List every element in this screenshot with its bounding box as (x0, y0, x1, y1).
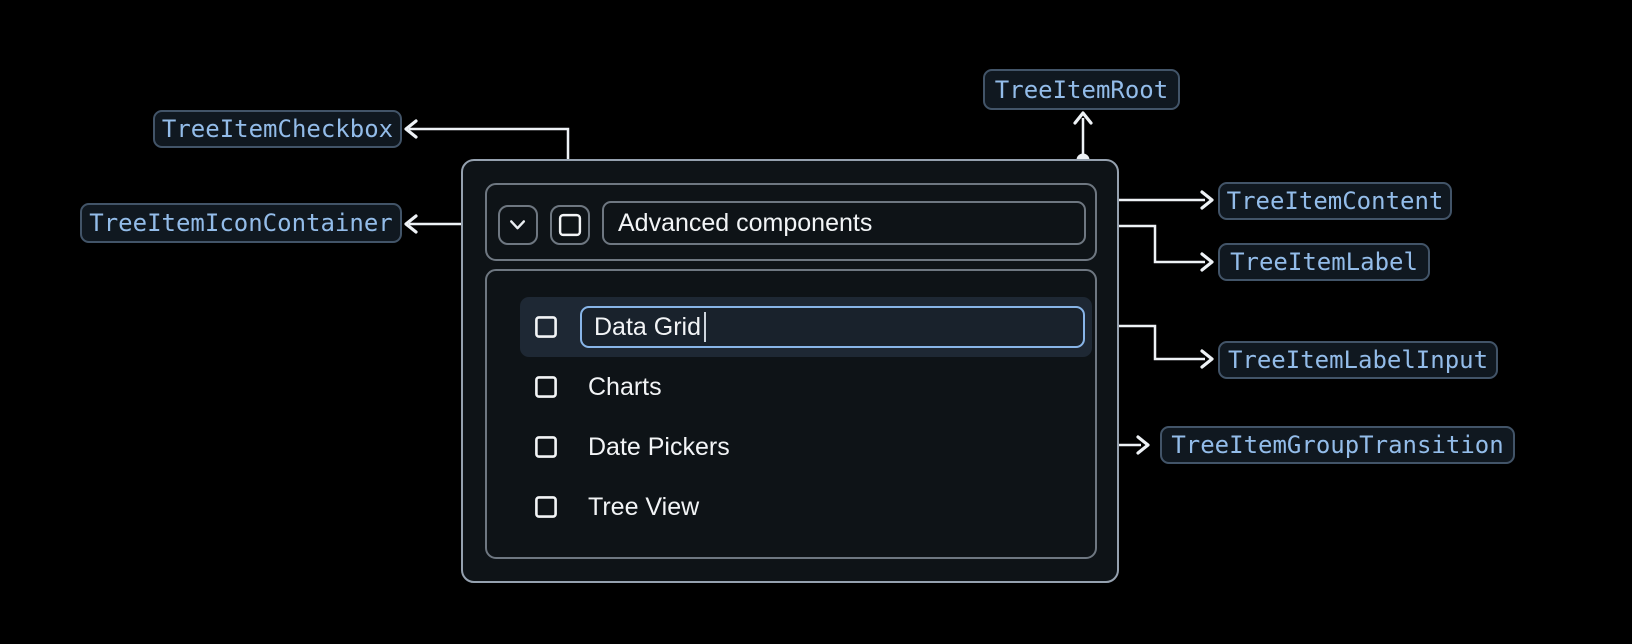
annotation-label: TreeItemLabel (1230, 248, 1418, 276)
tree-item-row-charts[interactable]: Charts (520, 357, 1092, 417)
tree-item-row-tree-view[interactable]: Tree View (520, 477, 1092, 537)
tree-item-label[interactable]: Advanced components (602, 201, 1086, 245)
annotation-label: TreeItemIconContainer (89, 209, 393, 237)
tree-item-label-input[interactable]: Data Grid (580, 306, 1085, 348)
annotation-label: TreeItemCheckbox (161, 115, 394, 143)
annotation-label: TreeItemGroupTransition (1171, 431, 1504, 459)
arrowhead-up-icon (1073, 111, 1093, 125)
arrowhead-right-icon (1200, 252, 1214, 272)
text-caret (703, 312, 706, 342)
annotation-label: TreeItemContent (1226, 187, 1444, 215)
tree-item-root (461, 159, 1119, 583)
chevron-down-icon (510, 220, 526, 230)
arrowhead-right-icon (1200, 349, 1214, 369)
arrowhead-left-icon (404, 214, 418, 234)
tree-item-group-rows: Data Grid Charts Date Pickers (487, 297, 1099, 537)
annotation-tree-item-content: TreeItemContent (1218, 182, 1452, 220)
arrowhead-right-icon (1200, 190, 1214, 210)
arrowhead-left-icon (404, 119, 418, 139)
annotation-tree-item-label-input: TreeItemLabelInput (1218, 341, 1498, 379)
annotation-tree-item-checkbox: TreeItemCheckbox (153, 110, 402, 148)
checkbox-unchecked-icon[interactable] (535, 316, 557, 338)
annotation-tree-item-root: TreeItemRoot (983, 69, 1180, 110)
tree-item-row-data-grid[interactable]: Data Grid (520, 297, 1092, 357)
tree-item-label-text: Advanced components (618, 208, 873, 237)
tree-item-label-text: Tree View (588, 492, 700, 521)
checkbox-unchecked-icon[interactable] (535, 436, 557, 458)
tree-item-label-text: Date Pickers (588, 432, 730, 461)
annotation-label: TreeItemLabelInput (1227, 346, 1489, 374)
tree-item-group-transition: Data Grid Charts Date Pickers (485, 269, 1097, 559)
tree-item-icon-container[interactable] (498, 205, 538, 245)
annotation-label: TreeItemRoot (994, 75, 1169, 104)
annotation-tree-item-label: TreeItemLabel (1218, 243, 1430, 281)
checkbox-unchecked-icon[interactable] (535, 376, 557, 398)
tree-item-checkbox[interactable] (550, 205, 590, 245)
annotation-tree-item-icon-container: TreeItemIconContainer (80, 203, 402, 243)
tree-item-label-text: Charts (588, 372, 662, 401)
checkbox-unchecked-icon (558, 213, 582, 237)
arrowhead-right-icon (1136, 435, 1150, 455)
checkbox-unchecked-icon[interactable] (535, 496, 557, 518)
tree-item-row-date-pickers[interactable]: Date Pickers (520, 417, 1092, 477)
label-input-text: Data Grid (594, 312, 701, 341)
tree-item-content[interactable]: Advanced components (485, 183, 1097, 261)
annotation-tree-item-group-transition: TreeItemGroupTransition (1160, 426, 1515, 464)
